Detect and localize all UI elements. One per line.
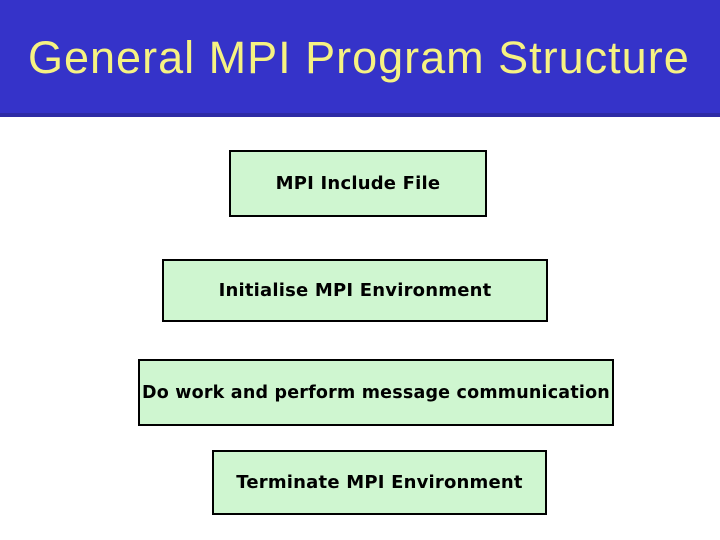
flow-box-terminate-mpi-environment: Terminate MPI Environment	[212, 450, 547, 515]
flow-box-initialise-mpi-environment: Initialise MPI Environment	[162, 259, 548, 322]
flow-box-do-work-message-communication: Do work and perform message communicatio…	[138, 359, 614, 426]
flow-box-mpi-include-file: MPI Include File	[229, 150, 487, 217]
slide-title: General MPI Program Structure	[28, 31, 690, 83]
slide-header-bar: General MPI Program Structure	[0, 0, 720, 117]
